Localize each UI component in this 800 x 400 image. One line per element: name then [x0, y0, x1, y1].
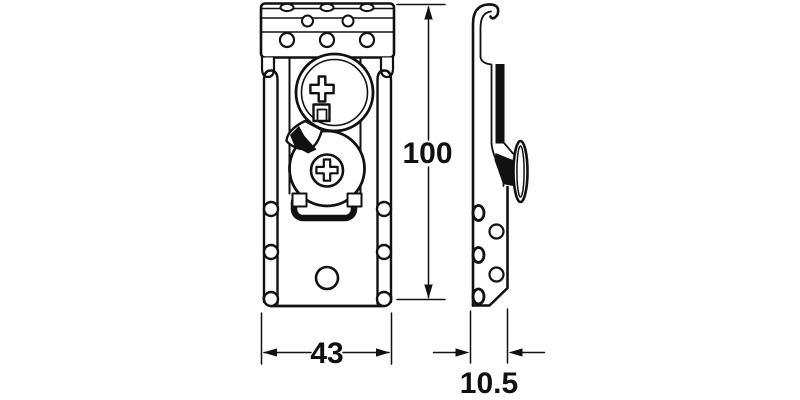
rail-hole: [375, 290, 393, 308]
dimension-width: 43: [260, 312, 393, 370]
side-view: [471, 3, 529, 307]
side-hole: [471, 287, 486, 306]
side-hole: [471, 204, 486, 222]
top-slot-hole: [279, 2, 295, 13]
screw-head-edge-inner: [516, 145, 525, 198]
dimension-height: 100: [396, 3, 453, 301]
rail-hole: [375, 200, 393, 218]
cam-housing-edge: [495, 64, 505, 144]
screw-hole: [278, 31, 296, 49]
housing-foot: [291, 192, 308, 208]
screw-hole: [358, 31, 376, 49]
bottom-edge: [262, 295, 393, 308]
top-hook-inner-line: [479, 10, 492, 58]
screw-head-edge: [512, 139, 529, 204]
side-back-edge: [471, 3, 490, 307]
cam-cross-hole: [309, 75, 335, 103]
phillips-cross-icon: [315, 158, 339, 182]
side-hole: [488, 223, 505, 240]
neck-edge: [503, 142, 514, 155]
side-rail: [376, 69, 393, 305]
dimension-depth-label: 10.5: [460, 367, 518, 400]
rail-hole: [262, 243, 280, 261]
cam-square-hole-inner: [316, 108, 328, 122]
top-hook: [486, 3, 500, 20]
dimension-depth: 10.5: [432, 308, 546, 400]
screw-neck-fill: [494, 153, 513, 186]
arrow-left-icon: [263, 348, 277, 357]
side-rail: [262, 69, 279, 305]
arrow-left-icon: [508, 348, 523, 357]
side-hole: [471, 246, 486, 264]
arrow-right-icon: [376, 348, 390, 357]
top-slot-hole: [359, 2, 375, 13]
rail-hole: [375, 243, 393, 261]
dimension-height-label: 100: [402, 137, 452, 170]
rail-hole: [262, 290, 280, 308]
arrow-right-icon: [455, 348, 470, 357]
dimension-width-label: 43: [310, 337, 343, 370]
bottom-hole: [314, 265, 340, 291]
front-view: [259, 2, 396, 308]
screw-hole: [318, 31, 336, 49]
top-slot-hole: [319, 2, 335, 13]
screw-hole: [341, 14, 355, 28]
rail-hole: [262, 200, 280, 218]
cam-disc-inner-line: [300, 58, 369, 127]
arrow-down-icon: [424, 284, 433, 299]
arrow-up-icon: [424, 5, 433, 20]
screw-hole: [301, 14, 314, 28]
side-step-edge: [479, 56, 493, 145]
side-front-edge: [471, 185, 509, 307]
housing-foot: [346, 192, 363, 208]
side-hole: [488, 266, 505, 283]
cam-pawl-tip: [290, 126, 317, 154]
